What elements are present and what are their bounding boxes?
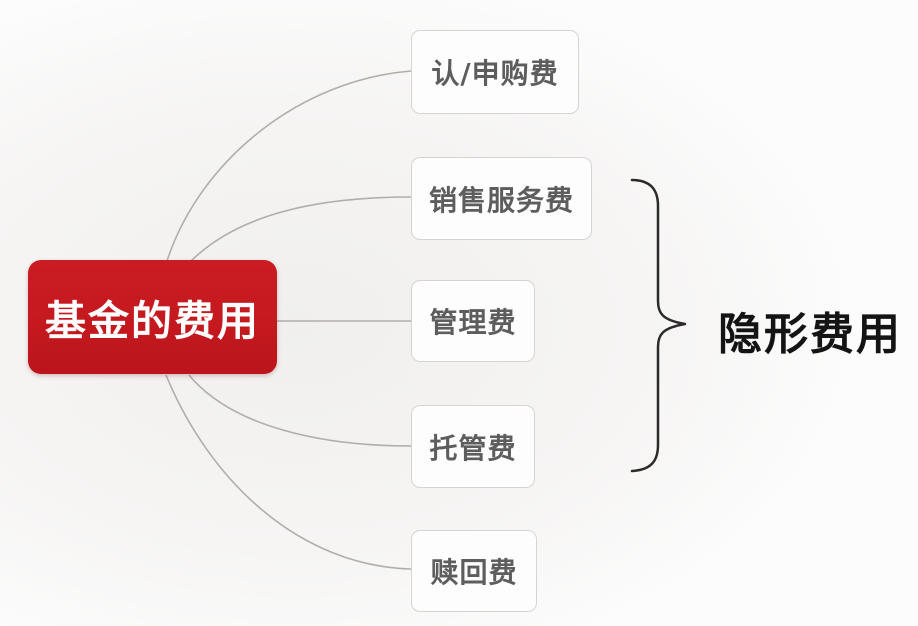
group-label-hidden-fees: 隐形费用 [718,309,902,360]
node-management-fee: 管理费 [411,280,535,362]
group-brace [630,178,687,473]
node-label: 托管费 [429,431,517,465]
node-subscription-purchase-fee: 认/申购费 [411,30,579,114]
connector-root-to-redemption-fee [165,374,412,570]
connector-root-to-custody-fee [188,374,412,447]
node-label: 管理费 [429,306,517,339]
node-label: 销售服务费 [428,183,574,217]
node-redemption-fee: 赎回费 [411,530,537,612]
root-node-label: 基金的费用 [45,297,260,345]
node-custody-fee: 托管费 [411,405,535,488]
node-label: 赎回费 [430,556,518,589]
connector-root-to-subscription-fee [166,70,412,262]
node-sales-service-fee: 销售服务费 [411,157,592,240]
root-node-fund-fees: 基金的费用 [28,260,277,374]
node-label: 认/申购费 [431,57,559,90]
connector-root-to-sales-service-fee [190,196,412,262]
